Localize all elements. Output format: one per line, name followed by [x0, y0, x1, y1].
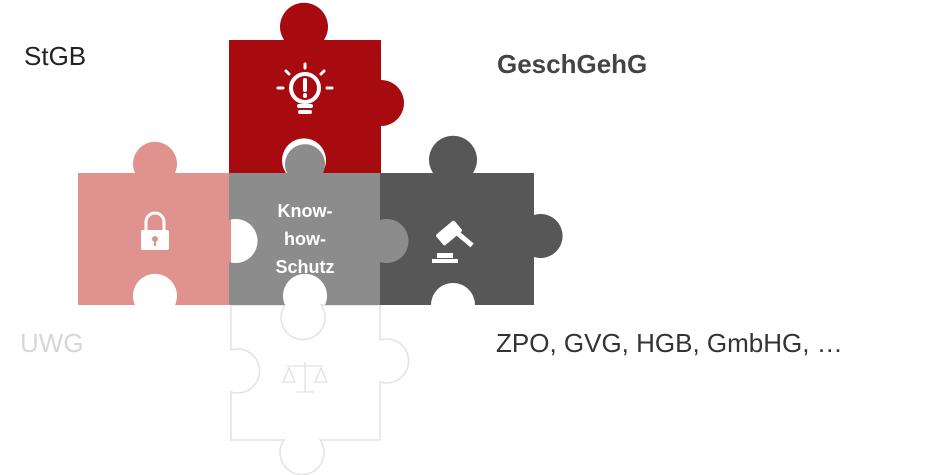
label-uwg: UWG [20, 328, 84, 358]
puzzle-piece-bottom [230, 304, 410, 475]
center-label-line3: Schutz [275, 257, 335, 277]
puzzle-piece-center [229, 144, 409, 305]
gavel-icon [432, 220, 474, 263]
label-zpo-gvg-hgb-gmbhg: ZPO, GVG, HGB, GmbHG, … [496, 328, 843, 358]
puzzle-piece-right [380, 135, 563, 305]
label-stgb: StGB [24, 41, 87, 71]
puzzle-piece-top [229, 2, 404, 174]
label-geschgehg: GeschGehG [497, 49, 648, 79]
lightbulb-icon [276, 62, 334, 114]
puzzle-piece-left [78, 141, 231, 305]
center-label-line2: how- [284, 229, 326, 249]
center-label-line1: Know- [277, 201, 333, 221]
padlock-icon [141, 211, 169, 250]
scales-icon [282, 362, 328, 393]
center-label: Know- how- Schutz [230, 197, 380, 281]
